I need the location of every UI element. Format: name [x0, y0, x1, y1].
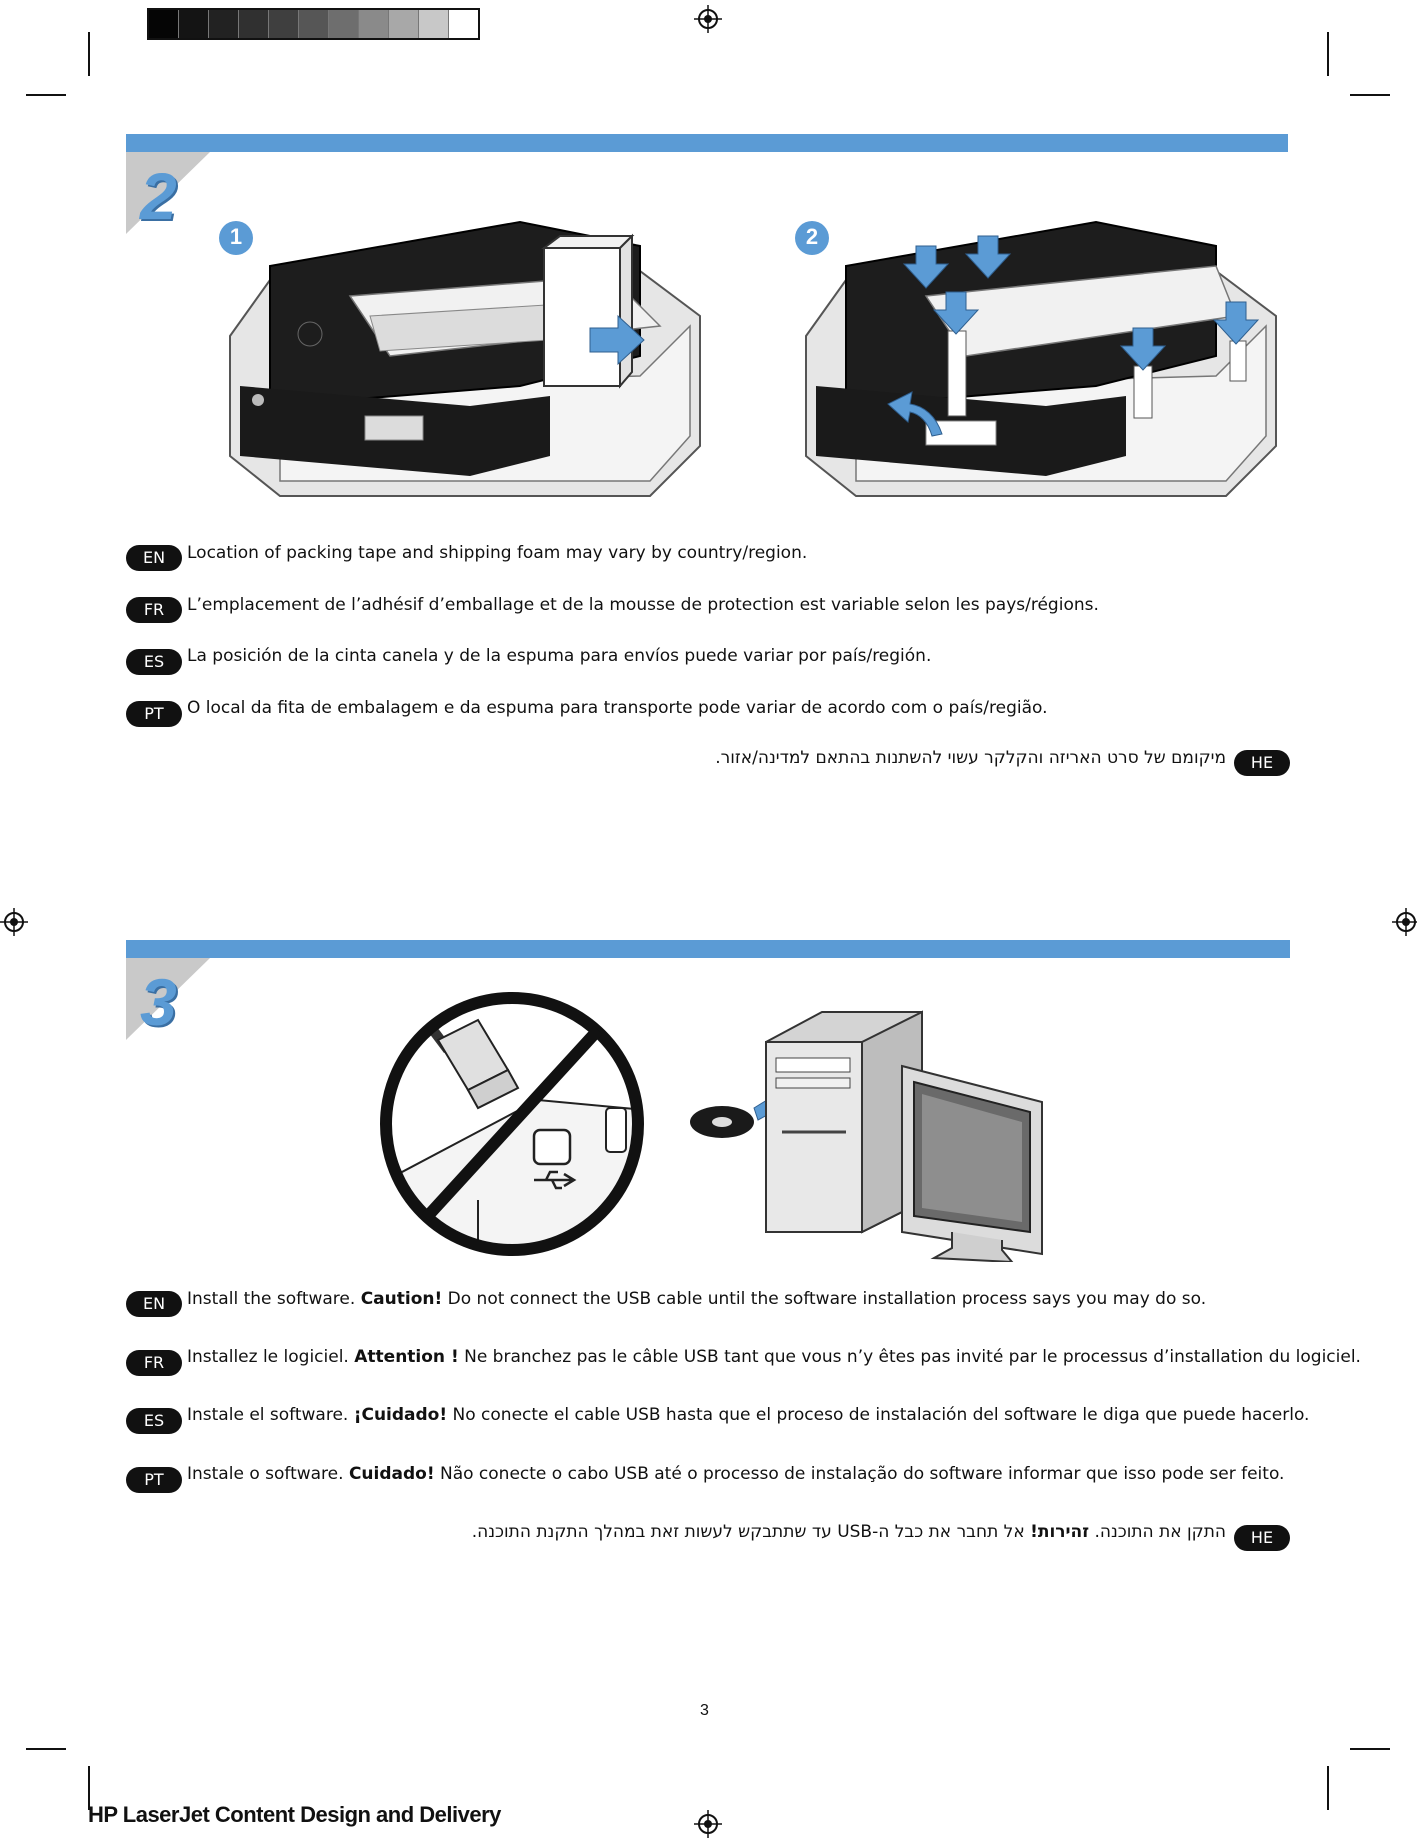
swatch [449, 10, 478, 38]
swatch [179, 10, 209, 38]
caution-label: ¡Cuidado! [353, 1405, 448, 1425]
instruction-body: אל תחבר את כבל ה-USB עד שתתבקש לעשות זאת… [471, 1522, 1031, 1542]
crop-mark [88, 32, 90, 76]
callout-badge [795, 221, 829, 255]
caution-label: Caution! [360, 1289, 443, 1309]
section-2-header-bar [126, 134, 1288, 152]
section-3-header-bar [126, 940, 1290, 958]
caution-label: Cuidado! [348, 1464, 435, 1484]
registration-mark-icon [694, 1810, 722, 1838]
swatch [149, 10, 179, 38]
instruction-text-en: Install the software. Caution! Do not co… [187, 1289, 1206, 1309]
swatch [419, 10, 449, 38]
instruction-text-es: La posición de la cinta canela y de la e… [187, 646, 932, 666]
swatch [299, 10, 329, 38]
swatch [329, 10, 359, 38]
caution-label: Attention ! [354, 1347, 459, 1367]
instruction-text-fr: L’emplacement de l’adhésif d’emballage e… [187, 595, 1099, 615]
instruction-text-es: Instale el software. ¡Cuidado! No conect… [187, 1405, 1309, 1425]
color-calibration-bar [147, 8, 480, 40]
instruction-lead: התקן את התוכנה. [1089, 1522, 1226, 1542]
swatch [209, 10, 239, 38]
step-tab [126, 958, 210, 1040]
lang-badge-fr: FR [126, 597, 182, 623]
instruction-text-he: התקן את התוכנה. זהירות! אל תחבר את כבל ה… [472, 1522, 1226, 1542]
lang-badge-pt: PT [126, 1467, 182, 1493]
swatch [269, 10, 299, 38]
instruction-text-he: מיקומם של סרט האריזה והקלקר עשוי להשתנות… [715, 748, 1226, 768]
crop-mark [1327, 32, 1329, 76]
instruction-lead: Instale el software. [187, 1405, 354, 1425]
instruction-text-fr: Installez le logiciel. Attention ! Ne br… [187, 1347, 1361, 1367]
instruction-text-en: Location of packing tape and shipping fo… [187, 543, 808, 563]
registration-mark-icon [0, 908, 28, 936]
instruction-text-pt: Instale o software. Cuidado! Não conecte… [187, 1464, 1284, 1484]
instruction-lead: Instale o software. [187, 1464, 349, 1484]
instruction-lead: Install the software. [187, 1289, 361, 1309]
callout-number: 2 [805, 224, 819, 249]
lang-badge-he: HE [1234, 750, 1290, 776]
instruction-text-pt: O local da fita de embalagem e da espuma… [187, 698, 1048, 718]
callout-number: 1 [229, 224, 243, 249]
page-number: 3 [700, 1702, 709, 1719]
crop-mark [26, 94, 66, 96]
lang-badge-fr: FR [126, 1350, 182, 1376]
crop-mark [88, 1766, 90, 1810]
instruction-body: Não conecte o cabo USB até o processo de… [434, 1464, 1285, 1484]
swatch [389, 10, 419, 38]
registration-mark-icon [1392, 908, 1417, 936]
caution-label: זהירות! [1030, 1522, 1090, 1542]
lang-badge-en: EN [126, 1291, 182, 1317]
swatch [239, 10, 269, 38]
instruction-lead: Installez le logiciel. [187, 1347, 355, 1367]
registration-mark-icon [694, 5, 722, 33]
no-usb-connection-illustration [380, 992, 644, 1256]
lang-badge-en: EN [126, 545, 182, 571]
instruction-body: Ne branchez pas le câble USB tant que vo… [458, 1347, 1361, 1367]
step-tab [126, 152, 210, 234]
scanner-illustration-tape-locations [805, 220, 1277, 497]
crop-mark [1350, 94, 1390, 96]
install-software-cd-computer-illustration [690, 1010, 1043, 1262]
swatch [359, 10, 389, 38]
lang-badge-es: ES [126, 649, 182, 675]
scanner-illustration-tape-removal [229, 220, 701, 497]
lang-badge-es: ES [126, 1408, 182, 1434]
crop-mark [1327, 1766, 1329, 1810]
step-number: 3 [140, 965, 177, 1039]
crop-mark [1350, 1748, 1390, 1750]
crop-mark [26, 1748, 66, 1750]
footer-credit: HP LaserJet Content Design and Delivery [88, 1802, 501, 1827]
step-number: 2 [140, 159, 177, 233]
instruction-body: Do not connect the USB cable until the s… [442, 1289, 1207, 1309]
lang-badge-he: HE [1234, 1525, 1290, 1551]
instruction-body: No conecte el cable USB hasta que el pro… [447, 1405, 1310, 1425]
lang-badge-pt: PT [126, 701, 182, 727]
callout-badge [219, 221, 253, 255]
